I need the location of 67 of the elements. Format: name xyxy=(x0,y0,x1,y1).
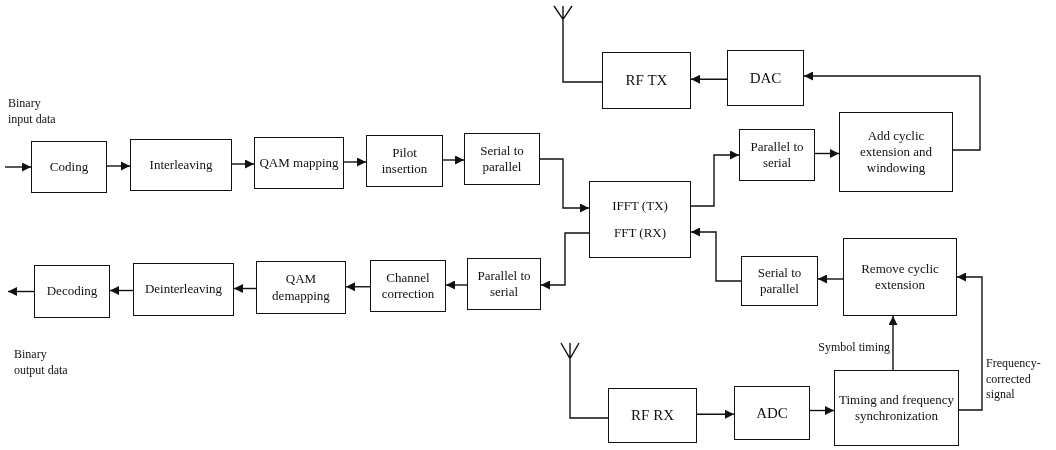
box-label: Interleaving xyxy=(148,156,214,174)
process-box xyxy=(130,139,232,191)
process-box xyxy=(608,388,697,443)
arrow xyxy=(817,274,844,284)
arrow xyxy=(231,159,255,169)
box-label: Serial to parallel xyxy=(479,142,525,176)
box-label: Parallel to serial xyxy=(476,267,532,301)
box-label: Decoding xyxy=(45,283,99,300)
process-box xyxy=(370,260,446,312)
process-box xyxy=(467,258,541,310)
signal-arrow xyxy=(956,272,983,411)
arrow xyxy=(106,161,131,171)
process-box xyxy=(741,256,818,306)
arrow xyxy=(7,287,35,296)
io-label: Binary output data xyxy=(14,347,69,379)
process-box xyxy=(254,137,344,189)
arrow xyxy=(539,158,590,213)
process-box xyxy=(31,141,107,193)
arrow xyxy=(809,406,835,415)
arrow xyxy=(690,150,740,207)
process-box xyxy=(839,112,953,192)
box-label: Channel correction xyxy=(380,269,436,303)
box-label: FFT (RX) xyxy=(612,224,668,241)
box-label: Add cyclic extension and windowing xyxy=(859,127,933,177)
process-box xyxy=(734,386,810,440)
arrow xyxy=(345,282,371,292)
process-box xyxy=(834,370,959,446)
io-label: Binary input data xyxy=(8,96,57,128)
arrow xyxy=(690,74,728,84)
box-label: RF RX xyxy=(630,406,675,425)
box-label: Deinterleaving xyxy=(143,281,224,298)
box-label: QAM mapping xyxy=(258,154,340,172)
process-box xyxy=(602,52,691,109)
box-label: RF TX xyxy=(624,71,669,90)
process-box xyxy=(256,261,346,314)
box-label: IFFT (TX) xyxy=(611,198,669,215)
process-box xyxy=(366,135,443,187)
box-label: Coding xyxy=(48,158,90,176)
arrow xyxy=(233,284,257,293)
arrow xyxy=(690,227,742,282)
antenna-icon xyxy=(553,5,573,31)
box-label: Parallel to serial xyxy=(749,138,805,172)
box-label: ADC xyxy=(755,403,789,423)
box-label: Serial to parallel xyxy=(756,264,803,298)
process-box xyxy=(843,238,957,316)
arrow xyxy=(540,232,590,290)
box-label: Pilot insertion xyxy=(380,144,429,178)
antenna-icon xyxy=(560,342,580,372)
arrow xyxy=(814,149,840,158)
process-box xyxy=(589,181,691,258)
box-label: Timing and frequency synchronization xyxy=(837,391,956,425)
arrow xyxy=(442,155,465,165)
process-box xyxy=(739,129,815,181)
box-label: DAC xyxy=(748,68,783,88)
process-box xyxy=(34,265,110,318)
signal-arrow xyxy=(888,315,898,371)
box-label: Remove cyclic extension xyxy=(860,260,940,294)
arrow xyxy=(343,157,367,167)
arrow xyxy=(445,280,468,290)
arrow xyxy=(696,409,735,419)
process-box xyxy=(464,133,540,185)
arrow xyxy=(803,71,981,151)
process-box xyxy=(133,263,234,316)
box-label: QAM demapping xyxy=(271,271,331,304)
arrow xyxy=(109,286,134,295)
arrow xyxy=(4,162,32,172)
process-box xyxy=(727,50,804,106)
